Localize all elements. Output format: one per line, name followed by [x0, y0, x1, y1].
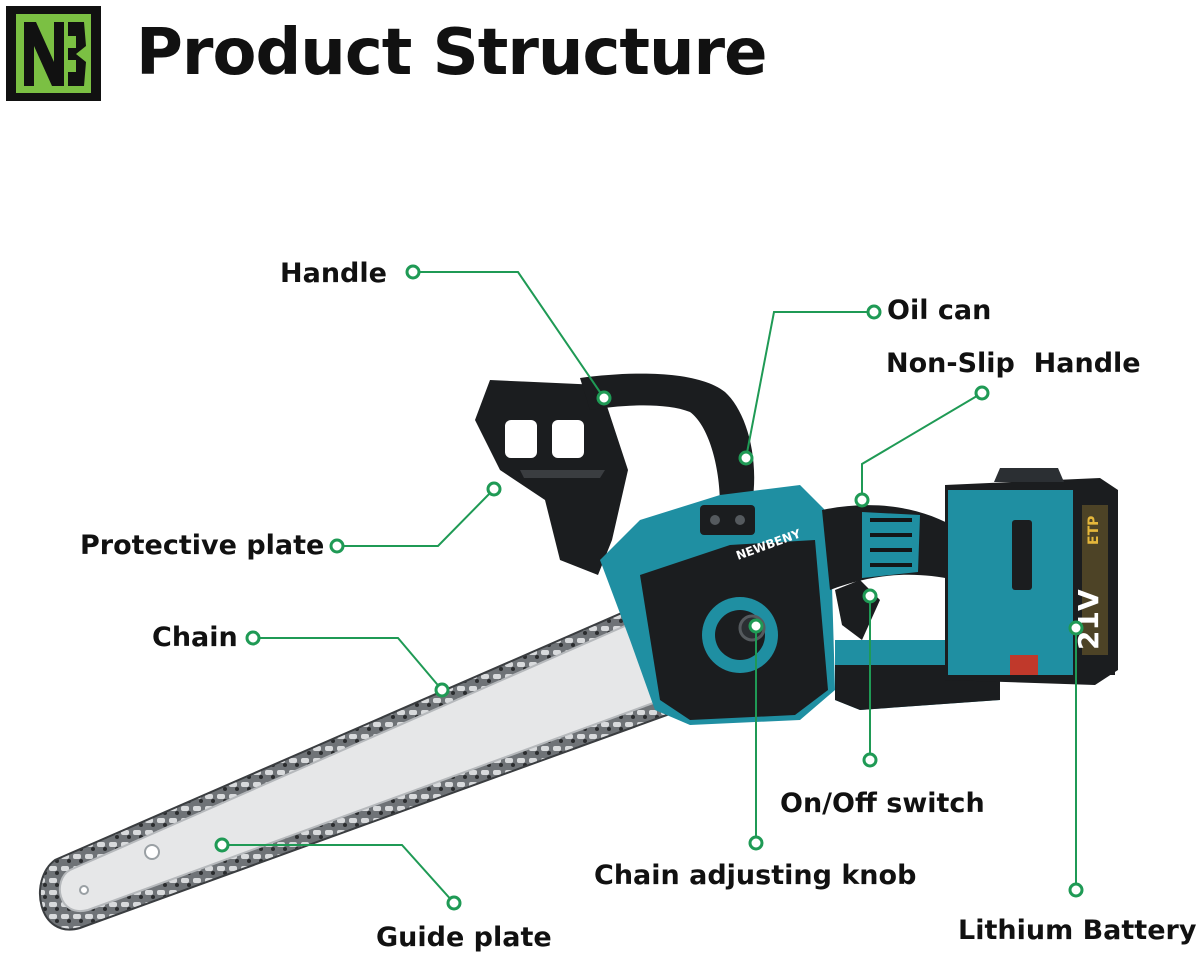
callout-handle	[413, 271, 605, 399]
guide-bar-hole	[144, 844, 160, 860]
callouts	[222, 271, 1077, 904]
callout-oil-can	[745, 311, 874, 459]
guide-bar-hole	[79, 885, 89, 895]
callout-chain	[253, 637, 443, 691]
header: NB Product Structure	[6, 6, 1196, 101]
brand-logo-icon: NB	[6, 6, 101, 101]
protective-plate	[475, 380, 628, 575]
label-on-off-switch: On/Off switch	[780, 788, 985, 819]
top-handle	[580, 373, 755, 505]
label-chain-adjusting-knob: Chain adjusting knob	[594, 860, 917, 891]
battery-voltage-label: 21V	[1072, 589, 1105, 650]
label-non-slip-handle: Non-Slip Handle	[886, 348, 1141, 379]
label-guide-plate: Guide plate	[376, 922, 552, 953]
guide-bar-plate	[58, 620, 658, 913]
callout-dots	[214, 264, 1084, 911]
battery-badge-label: ETP	[1086, 516, 1102, 545]
callout-non-slip-handle	[861, 392, 983, 500]
label-oil-can: Oil can	[887, 295, 992, 326]
battery-pack: 21V ETP	[945, 468, 1118, 685]
callout-guide-plate	[222, 844, 455, 904]
page-title: Product Structure	[136, 16, 767, 90]
guide-bar	[39, 603, 669, 931]
label-protective-plate: Protective plate	[80, 530, 325, 561]
label-handle: Handle	[280, 258, 387, 289]
callout-protective-plate	[337, 488, 495, 547]
label-lithium-battery: Lithium Battery	[958, 915, 1197, 946]
label-chain: Chain	[152, 622, 238, 653]
motor-body: NEWBENY	[600, 485, 835, 725]
